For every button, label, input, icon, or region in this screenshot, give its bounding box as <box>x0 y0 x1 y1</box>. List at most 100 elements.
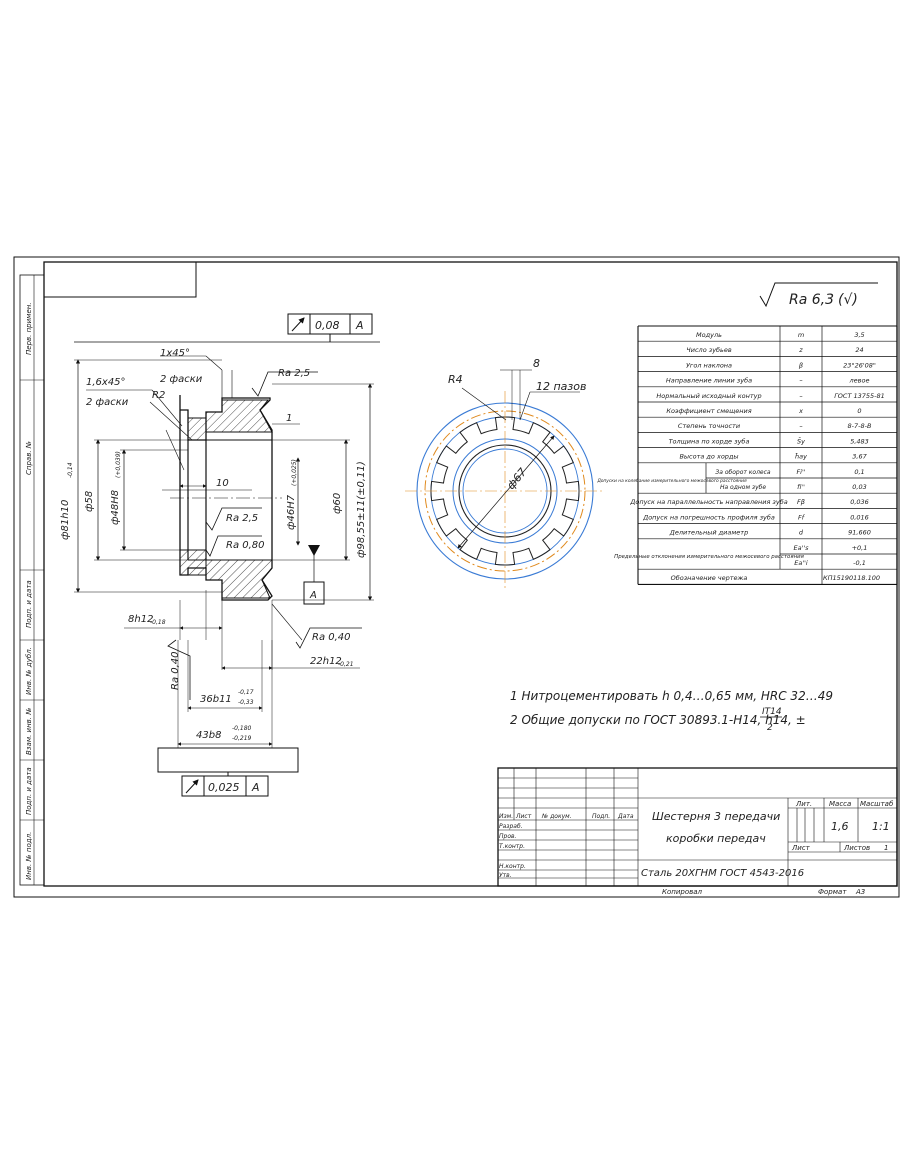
ra-040-left: Ra 0,40 <box>170 651 181 690</box>
param-name-4: Нормальный исходный контур <box>656 392 761 400</box>
param-sym-5: x <box>798 407 803 415</box>
dim-d46: ф46H7 <box>286 494 297 530</box>
dev-sym-0: Ea''s <box>793 544 809 552</box>
param-val-2: 23°26'08" <box>843 361 876 369</box>
dim-d60: ф60 <box>332 493 343 514</box>
tb-sheets: 1 <box>884 844 888 852</box>
tb-sheet-label: Лист <box>791 844 811 852</box>
dim-d81: ф81h10 <box>60 500 71 540</box>
designation-name: Обозначение чертежа <box>671 574 748 582</box>
tb-role-prov: Пров. <box>499 833 517 840</box>
dim-w22: 22h12 <box>310 656 342 667</box>
param2-val-0: 0,036 <box>850 498 869 506</box>
stamp-inv-podl: Инв. № подл. <box>25 832 33 880</box>
tol-val-1: 0,03 <box>852 483 866 491</box>
param-sym-1: z <box>798 346 803 354</box>
flatness-datum: A <box>355 319 364 332</box>
tb-scale: 1:1 <box>872 820 890 833</box>
stamp-vzam-inv: Взам. инв. № <box>25 707 33 755</box>
general-roughness-suffix: (√) <box>838 292 858 308</box>
ra-080: Ra 0,80 <box>226 540 265 551</box>
param-name-5: Коэффициент смещения <box>666 407 751 415</box>
tb-role-tkontr: Т.контр. <box>499 843 525 850</box>
tb-format-label: Формат <box>818 888 847 896</box>
hatch-top-left <box>187 417 207 441</box>
dim-w8: 8h12 <box>128 614 153 625</box>
param-val-5: 0 <box>857 407 861 415</box>
param-val-4: ГОСТ 13755-81 <box>834 392 885 400</box>
tb-mass: 1,6 <box>831 820 849 833</box>
chamfer-left-note: 2 фаски <box>86 397 129 408</box>
datum-a-box <box>303 581 325 605</box>
param-name-3: Направление линии зуба <box>666 377 752 385</box>
param-val-6: 8-7-8-B <box>848 422 872 430</box>
general-roughness-value: Ra 6,3 <box>789 292 834 308</box>
dim-d58: ф58 <box>84 491 95 512</box>
corner-stamp <box>43 261 197 298</box>
stamp-perv-primen: Перв. примен. <box>25 302 33 355</box>
stamp-sprav: Справ. № <box>25 441 33 475</box>
dim-w36: 36b11 <box>200 694 232 705</box>
tb-header-dokum: № докум. <box>541 813 572 820</box>
tol-sym-1: fi'' <box>797 483 805 491</box>
tol-val-0: 0,1 <box>854 468 864 476</box>
param2-name-1: Допуск на погрешность профиля зуба <box>642 513 775 521</box>
dev-group-label: Предельные отклонения измерительного меж… <box>614 554 804 560</box>
side-stamp-column: Перв. примен. Справ. № Подп. и дата Инв.… <box>19 274 45 886</box>
dim-d98: ф98,55±11(±0,11) <box>356 461 367 558</box>
runout-datum: A <box>251 781 260 794</box>
param-sym-0: m <box>798 331 804 339</box>
tol-name-0: За оборот колеса <box>715 469 770 476</box>
dim-w8-tol: -0,18 <box>150 619 166 626</box>
param2-name-0: Допуск на параллельность направления зуб… <box>629 498 787 506</box>
param-sym-3: – <box>799 377 802 385</box>
ra-mid: Ra 2,5 <box>226 513 258 524</box>
dim-d48: ф48H8 <box>110 490 121 525</box>
dim-w36-tol-lo: -0,33 <box>238 699 254 706</box>
param2-sym-2: d <box>799 529 804 537</box>
param-val-3: левое <box>849 377 870 385</box>
chamfer-top: 1x45° <box>160 348 190 359</box>
param-sym-4: – <box>799 392 802 400</box>
dim-d46-tol: (+0,025) <box>291 459 298 486</box>
chamfer-left: 1,6x45° <box>86 377 126 388</box>
runout-value: 0,025 <box>208 781 240 794</box>
param-name-2: Угол наклона <box>686 361 732 369</box>
param-sym-2: β <box>799 361 803 369</box>
flatness-value: 0,08 <box>315 319 340 332</box>
tb-mass-label: Масса <box>829 800 851 808</box>
chamfer-top-note: 2 фаски <box>160 374 203 385</box>
dim-w36-tol-up: -0,17 <box>238 689 254 696</box>
gear-face-view: ф67 R4 8 12 пазов <box>405 357 605 591</box>
stamp-podp-data-1: Подп. и дата <box>25 580 33 628</box>
dim-d81-tol: -0,14 <box>67 462 74 478</box>
runout-frame: 0,025 A <box>181 775 269 797</box>
param2-val-2: 91,660 <box>848 529 871 537</box>
dim-len-10: 10 <box>216 478 229 489</box>
param2-sym-0: Fβ <box>797 498 805 506</box>
param-val-1: 24 <box>855 346 863 354</box>
dim-w43: 43b8 <box>196 730 221 741</box>
title-block: Изм. Лист № докум. Подп. Дата Разраб. Пр… <box>497 767 898 896</box>
hatch-bottom-left <box>179 549 207 576</box>
dim-w22-tol: -0,21 <box>338 661 354 668</box>
flatness-frame: 0,08 A <box>74 313 380 343</box>
radius-r2: R2 <box>152 390 165 401</box>
tb-header-podp: Подп. <box>592 813 610 820</box>
ra-040-right: Ra 0,40 <box>312 632 351 643</box>
tb-copied: Копировал <box>662 888 703 896</box>
tb-role-nkontr: Н.контр. <box>499 863 526 870</box>
note-1: 1 Нитроцементировать h 0,4…0,65 мм, HRC … <box>510 689 833 703</box>
note-2-frac-bottom: 2 <box>767 723 773 733</box>
param-name-7: Толщина по хорде зуба <box>669 437 750 445</box>
dim-w43-tol-lo: -0,219 <box>232 735 252 742</box>
param2-val-1: 0,016 <box>850 513 869 521</box>
tb-format: A3 <box>855 888 865 896</box>
dim-small-1: 1 <box>286 413 292 424</box>
general-roughness-symbol: Ra 6,3 (√) <box>759 282 878 308</box>
tb-title-line2: коробки передач <box>666 832 766 845</box>
param-val-7: 5,483 <box>850 437 869 445</box>
param-name-8: Высота до хорды <box>679 453 738 461</box>
